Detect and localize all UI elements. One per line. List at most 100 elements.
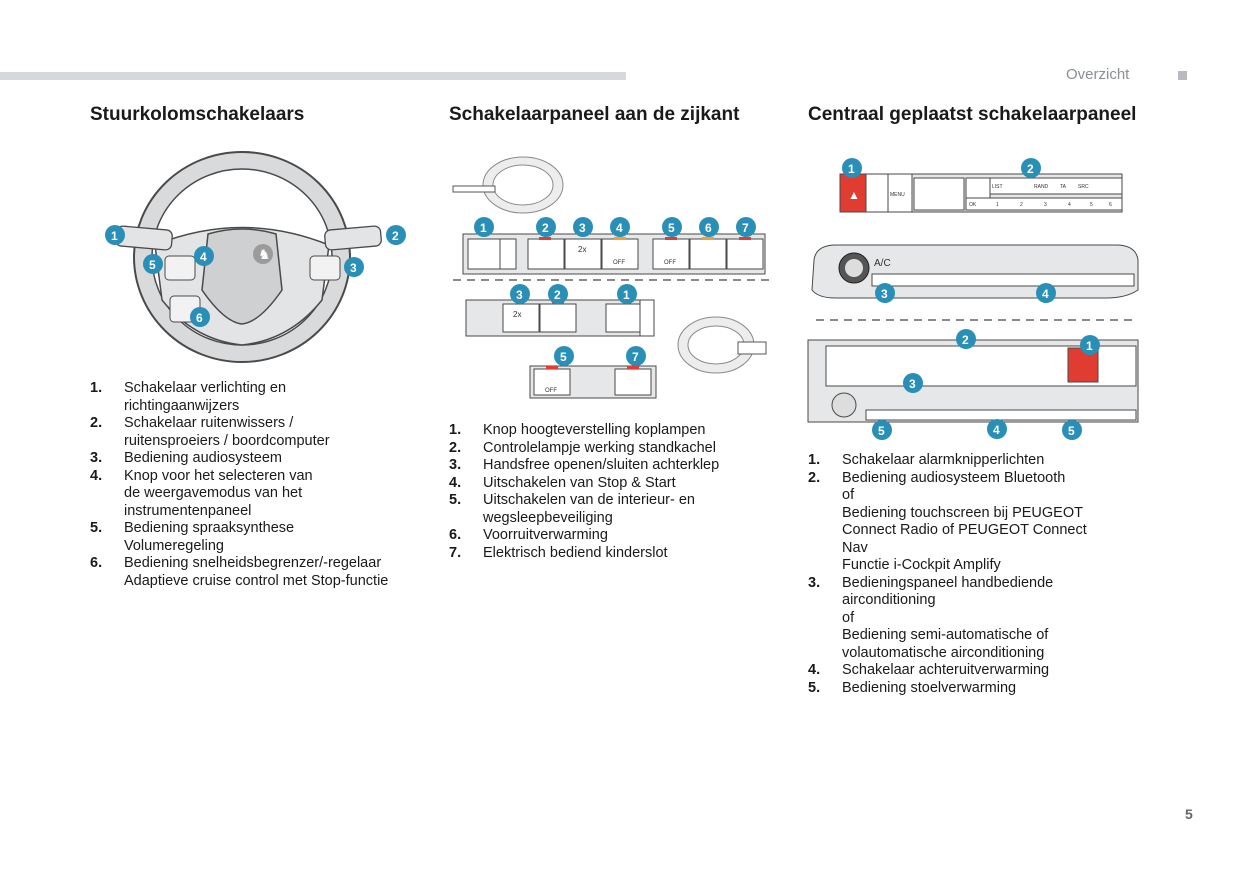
svg-text:1: 1 (1086, 339, 1093, 353)
svg-text:3: 3 (579, 221, 586, 235)
column-title-side-panel: Schakelaarpaneel aan de zijkant (449, 104, 740, 125)
list-item: 1.Schakelaar alarmknipperlichten (808, 452, 1045, 468)
ac-label: A/C (874, 258, 891, 269)
badge-5: 5 (662, 217, 682, 237)
page-number: 5 (1185, 806, 1193, 822)
svg-text:4: 4 (1042, 287, 1049, 301)
badge-2-lower: 2 (548, 284, 568, 304)
svg-text:4: 4 (616, 221, 623, 235)
badge-3-lower: 3 (903, 373, 923, 393)
svg-text:5: 5 (560, 350, 567, 364)
list-item: 2.Controlelampje werking standkachel (449, 439, 716, 456)
preset-3: 3 (1044, 202, 1047, 208)
svg-text:1: 1 (623, 288, 630, 302)
central-panel-list: 1.Schakelaar alarmknipperlichten 2.Bedie… (808, 452, 1138, 697)
side-panel-illustration: 2x OFF OFF 2x OFF 1 2 3 4 5 6 7 3 2 1 5 … (452, 156, 773, 399)
list-item: 6.Voorruitverwarming (449, 527, 608, 543)
side-panel-list: 1.Knop hoogteverstelling koplampen 2.Con… (449, 422, 779, 562)
list-item: 6.Bediening snelheidsbegrenzer/-regelaar… (90, 555, 389, 589)
src-label: SRC (1078, 184, 1089, 190)
svg-text:5: 5 (149, 258, 156, 272)
badge-4: 4 (1036, 283, 1056, 303)
twox-label-bottom: 2x (513, 310, 521, 319)
rand-label: RAND (1034, 184, 1049, 190)
svg-text:5: 5 (668, 221, 675, 235)
svg-text:6: 6 (705, 221, 712, 235)
list-item: 2.Schakelaar ruitenwissers / ruitensproe… (90, 415, 330, 449)
preset-4: 4 (1068, 202, 1071, 208)
svg-text:2: 2 (1027, 162, 1034, 176)
badge-2: 2 (386, 225, 406, 245)
badge-3: 3 (875, 283, 895, 303)
svg-text:1: 1 (111, 229, 118, 243)
badge-5-lower: 5 (554, 346, 574, 366)
list-item: 4.Knop voor het selecteren van de weerga… (90, 467, 313, 519)
badge-3: 3 (573, 217, 593, 237)
badge-6: 6 (699, 217, 719, 237)
svg-text:5: 5 (1068, 424, 1075, 438)
badge-2: 2 (536, 217, 556, 237)
badge-5-left: 5 (872, 420, 892, 440)
off-label-4: OFF (613, 260, 625, 266)
svg-text:♞: ♞ (258, 246, 271, 262)
svg-text:3: 3 (909, 377, 916, 391)
badge-1: 1 (105, 225, 125, 245)
badge-1: 1 (474, 217, 494, 237)
badge-7-lower: 7 (626, 346, 646, 366)
column-title-steering: Stuurkolomschakelaars (90, 104, 305, 125)
badge-5: 5 (143, 254, 163, 274)
badge-4: 4 (194, 246, 214, 266)
ta-label: TA (1060, 184, 1067, 190)
menu-label: MENU (890, 192, 905, 198)
badge-3-lower: 3 (510, 284, 530, 304)
svg-text:1: 1 (480, 221, 487, 235)
badge-2-lower: 2 (956, 329, 976, 349)
svg-text:2: 2 (542, 221, 549, 235)
badge-1: 1 (842, 158, 862, 178)
svg-text:4: 4 (200, 250, 207, 264)
list-item: 1.Knop hoogteverstelling koplampen (449, 422, 706, 438)
list-item: 3.Handsfree openen/sluiten achterklep (449, 457, 720, 473)
list-item: 3.Bediening audiosysteem (90, 450, 282, 466)
badge-4: 4 (610, 217, 630, 237)
svg-text:3: 3 (350, 261, 357, 275)
svg-text:5: 5 (878, 424, 885, 438)
svg-text:2: 2 (554, 288, 561, 302)
column-title-central-panel: Centraal geplaatst schakelaarpaneel (808, 104, 1137, 125)
badge-3: 3 (344, 257, 364, 277)
section-marker (1178, 71, 1187, 80)
list-item: 5.Uitschakelen van de interieur- en wegs… (449, 492, 695, 526)
steering-wheel-illustration: ♞ 1 2 3 4 5 6 (105, 151, 406, 363)
preset-5: 5 (1090, 202, 1093, 208)
preset-6: 6 (1109, 202, 1112, 208)
badge-6: 6 (190, 307, 210, 327)
preset-1: 1 (996, 202, 999, 208)
top-rule (0, 72, 626, 80)
list-item: 3.Bedieningspaneel handbediende aircondi… (808, 574, 1054, 661)
list-item: 5.Bediening stoelverwarming (808, 679, 1017, 696)
badge-2: 2 (1021, 158, 1041, 178)
list-item: 2.Bediening audiosysteem Bluetooth of Be… (808, 469, 1087, 574)
svg-text:3: 3 (881, 287, 888, 301)
svg-text:3: 3 (516, 288, 523, 302)
off-label-5: OFF (664, 260, 676, 266)
svg-text:1: 1 (848, 162, 855, 176)
svg-text:2: 2 (392, 229, 399, 243)
list-item: 4.Uitschakelen van Stop & Start (449, 474, 676, 491)
svg-text:2: 2 (962, 333, 969, 347)
badge-5-right: 5 (1062, 420, 1082, 440)
badge-1-lower: 1 (617, 284, 637, 304)
section-title: Overzicht (1066, 66, 1130, 83)
list-item: 1.Schakelaar verlichting en richtingaanw… (90, 380, 287, 414)
svg-text:7: 7 (632, 350, 639, 364)
ok-label: OK (969, 202, 977, 208)
svg-text:6: 6 (196, 311, 203, 325)
off-label-5b: OFF (545, 388, 557, 394)
twox-label-top: 2x (578, 245, 586, 254)
badge-7: 7 (736, 217, 756, 237)
steering-controls-list: 1.Schakelaar verlichting en richtingaanw… (90, 380, 420, 590)
central-panel-illustration: ▲ MENU LIST RAND TA SRC OK 1 2 3 4 5 6 A… (807, 158, 1139, 440)
svg-text:4: 4 (993, 423, 1000, 437)
svg-text:7: 7 (742, 221, 749, 235)
preset-2: 2 (1020, 202, 1023, 208)
